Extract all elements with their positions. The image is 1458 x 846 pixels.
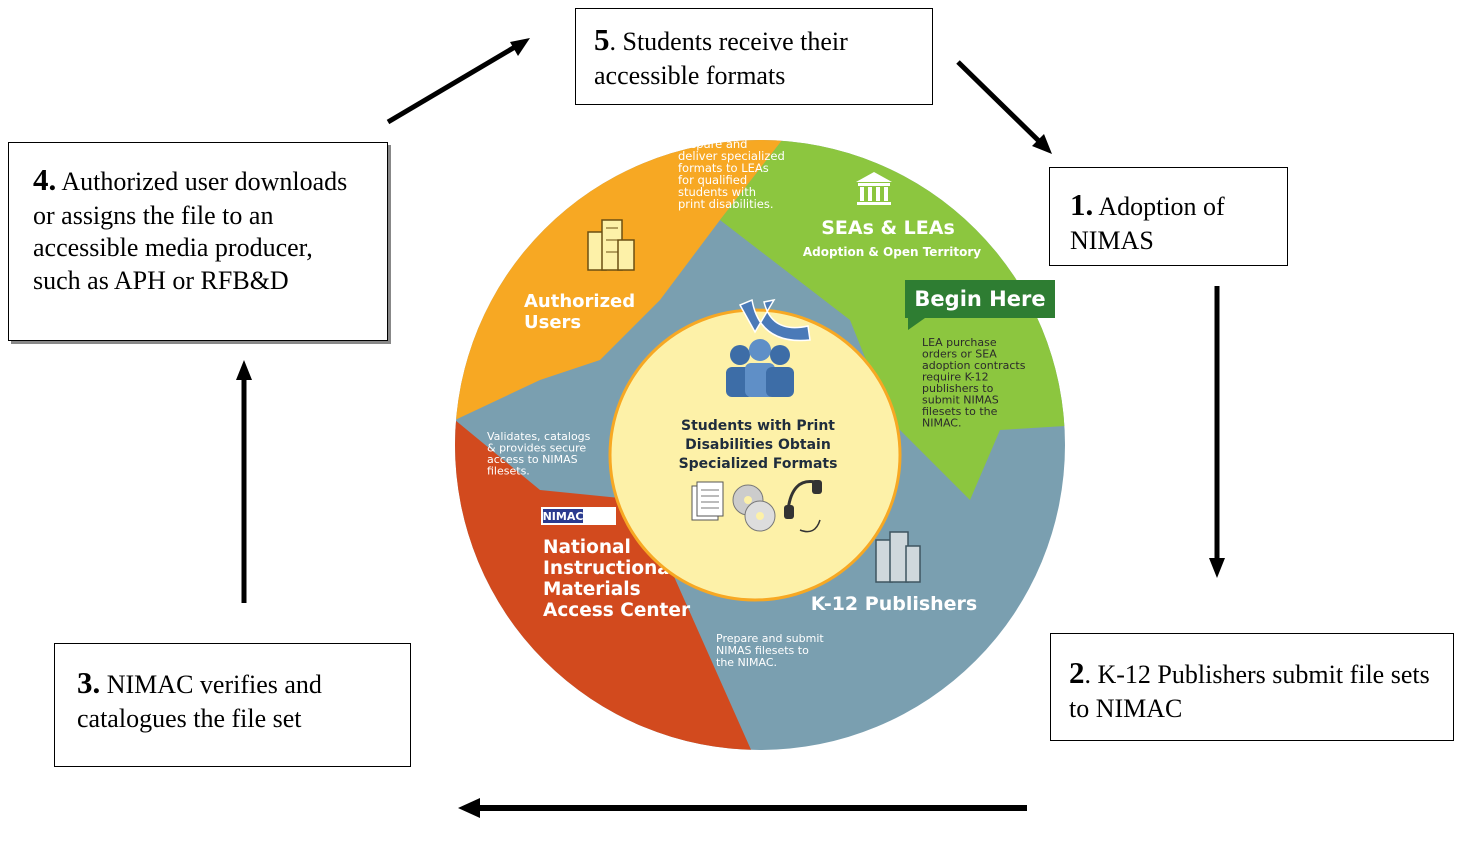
nimac-title-line: National [543, 537, 631, 558]
nimac-description-line: access to NIMAS [487, 453, 578, 466]
nimac-title-line: Materials [543, 579, 641, 600]
seas-description-line: submit NIMAS [922, 394, 999, 407]
arrow-3-to-4-head [236, 360, 252, 380]
nimac-title-line: Access Center [543, 600, 691, 621]
step-2-text: . K-12 Publishers submit file sets to NI… [1069, 660, 1430, 723]
arrow-4-to-5 [386, 41, 522, 125]
seas-subtitle: Adoption & Open Territory [803, 245, 981, 259]
seas-title: SEAs & LEAs [821, 217, 955, 239]
nimac-logo-mark [543, 509, 583, 523]
publishers-title: K-12 Publishers [811, 593, 978, 615]
seas-description-line: filesets to the [922, 405, 998, 418]
step-2-box: 2. K-12 Publishers submit file sets to N… [1050, 633, 1454, 741]
begin-here-label: Begin Here [914, 287, 1045, 311]
authorized-users-description-line: print disabilities. [678, 197, 774, 211]
nimac-description-line: filesets. [487, 465, 530, 478]
seas-building-icon [856, 172, 892, 205]
step-1-number: 1. [1070, 187, 1094, 222]
students-icon [726, 339, 794, 397]
seas-description-line: adoption contracts [922, 359, 1026, 372]
authorized-users-title-line: Users [524, 312, 581, 333]
cd-discs-icon [732, 484, 776, 532]
nimac-description: Validates, catalogs& provides secureacce… [487, 430, 591, 478]
publishers-building-icon [875, 531, 921, 583]
authorized-users-description-line: deliver specialized [678, 149, 785, 163]
nimac-description-line: & provides secure [487, 442, 586, 455]
center-text-line: Disabilities Obtain [685, 437, 831, 453]
center-text-line: Specialized Formats [679, 456, 838, 472]
step-5-box: 5. Students receive their accessible for… [575, 8, 933, 105]
seas-description-line: orders or SEA [922, 348, 997, 361]
step-4-box: 4. Authorized user downloads or assigns … [8, 142, 388, 341]
authorized-users-description-line: formats to LEAs [678, 161, 769, 175]
arrow-1-to-2-head [1209, 558, 1225, 578]
step-1-box: 1. Adoption of NIMAS [1049, 167, 1288, 266]
arrow-5-to-1-head [1032, 134, 1052, 154]
document-icon [691, 481, 724, 521]
step-3-number: 3. [77, 665, 101, 700]
publishers-description-line: the NIMAC. [716, 656, 777, 669]
publishers-description-line: Prepare and submit [716, 632, 824, 645]
step-3-box: 3. NIMAC verifies and catalogues the fil… [54, 643, 411, 767]
authorized-users-building-icon [587, 219, 635, 271]
nimac-title-line: Instructional [543, 558, 676, 579]
step-3-text: NIMAC verifies and catalogues the file s… [77, 670, 322, 733]
headphones-icon [784, 480, 822, 533]
center-curved-arrow [738, 298, 811, 342]
seas-description-line: publishers to [922, 382, 994, 395]
arrow-2-to-3-head [458, 798, 480, 818]
step-4-number: 4. [33, 162, 57, 197]
seas-description-line: LEA purchase [922, 336, 997, 349]
seas-description-line: require K-12 [922, 371, 989, 384]
step-5-text: . Students receive their accessible form… [594, 27, 848, 90]
nimac-description-line: Validates, catalogs [487, 430, 591, 443]
center-text-line: Students with Print [681, 418, 835, 434]
seas-description-line: NIMAC. [922, 417, 961, 430]
authorized-users-title-line: Authorized [524, 291, 635, 312]
step-5-number: 5 [594, 22, 610, 57]
arrow-5-to-1 [956, 60, 1046, 148]
nimac-logo-text: NIMAC [543, 510, 584, 523]
step-2-number: 2 [1069, 655, 1085, 690]
authorized-users-description-line: students with [678, 185, 756, 199]
begin-here-banner [905, 280, 1055, 330]
step-1-text: Adoption of NIMAS [1070, 192, 1225, 255]
step-4-text: Authorized user downloads or assigns the… [33, 167, 348, 295]
arrow-4-to-5-head [510, 38, 530, 56]
publishers-description-line: NIMAS filesets to [716, 644, 809, 657]
authorized-users-description-line: for qualified [678, 173, 747, 187]
authorized-users-description-line: Prepare and [678, 137, 747, 151]
